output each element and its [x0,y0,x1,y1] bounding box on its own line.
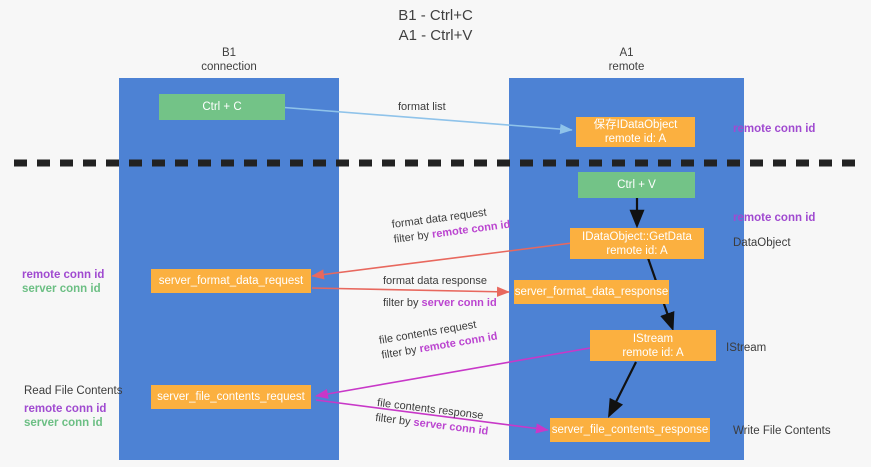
box-ctrl-c-label: Ctrl + C [202,101,242,113]
side-label-left-server-conn-id-mid: server conn id [22,283,101,295]
filter-key-server-conn-id: server conn id [421,297,497,309]
filter-prefix: filter by [374,411,415,429]
filter-prefix: filter by [393,228,433,246]
box-server-format-data-request-label: server_format_data_request [158,275,304,287]
side-label-left-remote-conn-id-bot: remote conn id [24,403,107,415]
box-istream-line1: IStream [632,332,674,345]
box-ctrl-v-label: Ctrl + V [617,179,656,191]
side-label-remote-conn-id-top: remote conn id [733,123,816,135]
column-header-a1-name: A1 [619,47,634,59]
box-save-idataobject[interactable]: 保存IDataObject remote id: A [576,117,695,147]
box-server-format-data-response-label: server_format_data_response [514,286,669,298]
title-line-1: B1 - Ctrl+C [398,7,473,24]
arrow-label-format-data-response: format data response filter by server co… [383,274,497,311]
box-server-file-contents-request-label: server_file_contents_request [157,391,305,403]
filter-prefix: filter by [383,297,422,309]
diagram-title: B1 - Ctrl+C A1 - Ctrl+V [0,6,871,46]
arrow-label-file-contents-response: file contents response filter by server … [374,396,491,440]
side-label-remote-conn-id-mid: remote conn id [733,212,816,224]
column-header-b1-role: connection [201,61,257,73]
arrow-label-format-data-response-text: format data response [383,275,487,287]
box-server-file-contents-request[interactable]: server_file_contents_request [151,385,311,409]
box-save-idataobject-line2: remote id: A [604,133,667,145]
box-idataobject-getdata-line2: remote id: A [606,244,668,257]
box-istream[interactable]: IStream remote id: A [590,330,716,361]
box-idataobject-getdata-line1: IDataObject::GetData [582,230,692,243]
title-line-2: A1 - Ctrl+V [398,27,473,44]
column-header-a1: A1 remote [509,46,744,74]
box-ctrl-c[interactable]: Ctrl + C [159,94,285,120]
column-header-b1-name: B1 [221,47,237,59]
column-header-b1: B1 connection [119,46,339,74]
side-label-write-file-contents: Write File Contents [733,425,831,437]
side-label-dataobject: DataObject [733,237,791,249]
arrow-label-format-data-request: format data request filter by remote con… [391,203,511,248]
box-ctrl-v[interactable]: Ctrl + V [578,172,695,198]
box-server-format-data-request[interactable]: server_format_data_request [151,269,311,293]
box-istream-line2: remote id: A [622,346,684,359]
side-label-left-server-conn-id-bot: server conn id [24,417,103,429]
box-server-file-contents-response[interactable]: server_file_contents_response [550,418,710,442]
box-save-idataobject-line1: 保存IDataObject [593,119,678,131]
side-label-left-remote-conn-id-mid: remote conn id [22,269,105,281]
arrow-label-format-data-response-filter: filter by server conn id [383,296,497,311]
column-header-a1-role: remote [608,61,645,73]
side-label-istream: IStream [726,342,767,354]
arrow-label-file-contents-request: file contents request filter by remote c… [378,315,499,364]
side-label-read-file-contents: Read File Contents [24,385,123,397]
box-server-file-contents-response-label: server_file_contents_response [551,424,709,436]
box-server-format-data-response[interactable]: server_format_data_response [514,280,669,304]
arrow-label-format-list: format list [398,101,446,113]
box-idataobject-getdata[interactable]: IDataObject::GetData remote id: A [570,228,704,259]
